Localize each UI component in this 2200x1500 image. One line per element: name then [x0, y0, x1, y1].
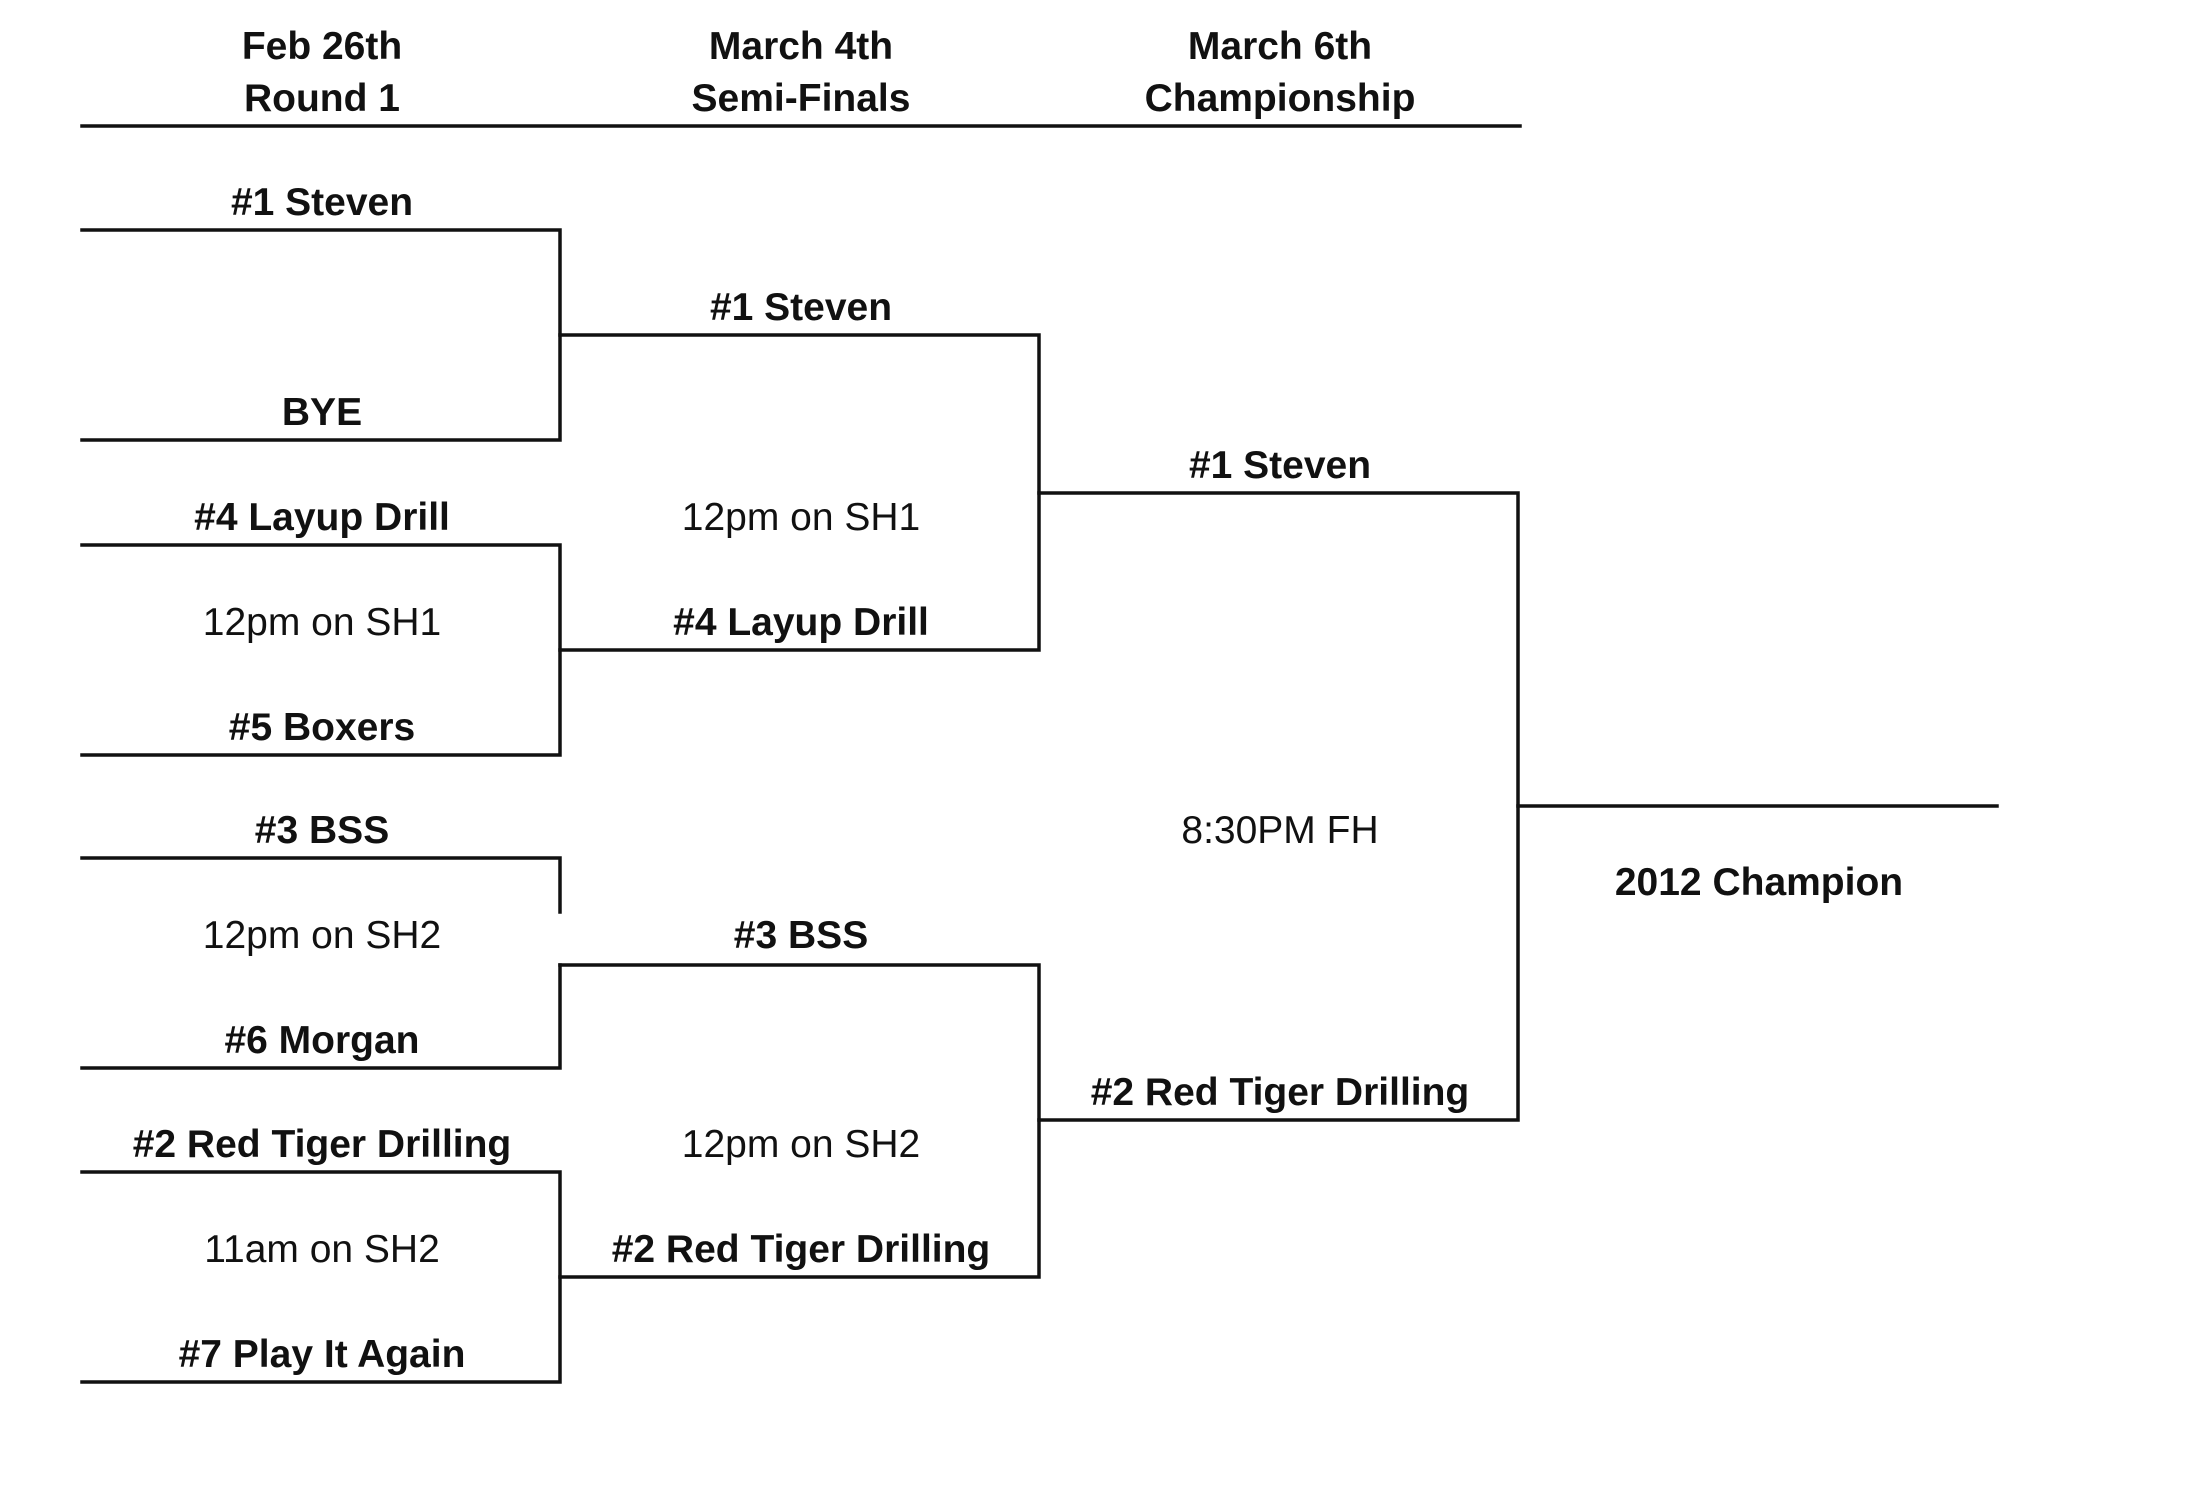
r1-m3-time: 12pm on SH2 [202, 914, 442, 957]
sf-m2-time: 12pm on SH2 [681, 1123, 921, 1166]
r1-m4-top-team: #2 Red Tiger Drilling [132, 1123, 512, 1166]
r1-m3-bottom-team: #6 Morgan [224, 1019, 420, 1062]
r1-m2-top-team: #4 Layup Drill [194, 496, 450, 539]
championship-name: Championship [1144, 77, 1416, 120]
round1-name: Round 1 [244, 77, 400, 120]
sf-m2-top-team: #3 BSS [733, 914, 869, 957]
r1-m1-bottom-team: BYE [281, 391, 363, 434]
final-connector [1037, 491, 1520, 1122]
r1-m4-bottom-team: #7 Play It Again [178, 1333, 466, 1376]
round1-date: Feb 26th [241, 25, 403, 68]
semifinals-name: Semi-Finals [691, 77, 911, 120]
final-time: 8:30PM FH [1181, 809, 1379, 852]
championship-header: March 6th Championship [980, 21, 1580, 125]
semifinals-header: March 4th Semi-Finals [501, 21, 1101, 125]
r1-m2-bottom-team: #5 Boxers [228, 706, 416, 749]
r1-match3-top-line [80, 856, 562, 914]
final-bottom-team: #2 Red Tiger Drilling [1090, 1071, 1470, 1114]
sf-m1-time: 12pm on SH1 [681, 496, 921, 539]
r1-m2-time: 12pm on SH1 [202, 601, 442, 644]
r1-m3-top-team: #3 BSS [254, 809, 390, 852]
round1-header: Feb 26th Round 1 [22, 21, 622, 125]
championship-date: March 6th [1187, 25, 1373, 68]
sf-m1-top-team: #1 Steven [709, 286, 893, 329]
sf-m1-bottom-team: #4 Layup Drill [673, 601, 929, 644]
r1-m1-top-team: #1 Steven [230, 181, 414, 224]
r1-match3-bottom-line [80, 963, 562, 1070]
sf-m2-bottom-team: #2 Red Tiger Drilling [611, 1228, 991, 1271]
semifinals-date: March 4th [708, 25, 894, 68]
champion-label: 2012 Champion [1614, 861, 1904, 904]
r1-m4-time: 11am on SH2 [204, 1228, 440, 1271]
final-top-team: #1 Steven [1188, 444, 1372, 487]
